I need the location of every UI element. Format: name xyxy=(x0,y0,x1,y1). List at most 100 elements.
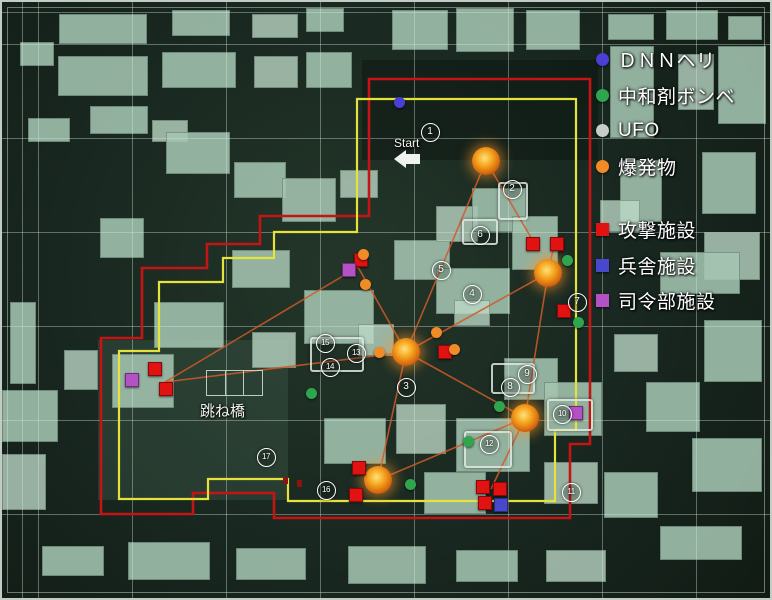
hq-facility-marker[interactable] xyxy=(342,263,356,277)
building xyxy=(660,526,742,560)
point-9-marker[interactable]: 9 xyxy=(517,364,537,384)
building xyxy=(20,42,54,66)
canister-marker[interactable] xyxy=(561,254,573,266)
selection-frame xyxy=(547,399,593,431)
attack-facility-marker[interactable] xyxy=(478,496,492,510)
building xyxy=(456,550,518,582)
attack-facility-marker[interactable] xyxy=(148,362,162,376)
building xyxy=(28,118,70,142)
point-1-marker[interactable]: 1 xyxy=(420,122,440,142)
building xyxy=(154,302,224,348)
building xyxy=(608,14,654,40)
explosion-orb-marker[interactable] xyxy=(534,259,562,287)
attack-facility-marker[interactable] xyxy=(550,237,564,251)
legend-label-canister: 中和剤ボンベ xyxy=(618,86,736,108)
building xyxy=(526,10,580,50)
building xyxy=(10,302,36,384)
canister-marker[interactable] xyxy=(572,316,584,328)
explosive-marker[interactable] xyxy=(448,343,460,355)
route-line xyxy=(405,351,526,419)
red-mark xyxy=(297,480,302,487)
point-5-marker[interactable]: 5 xyxy=(431,260,451,280)
explosive-marker[interactable] xyxy=(359,278,371,290)
point-12-marker[interactable]: 12 xyxy=(479,434,499,454)
point-15-marker[interactable]: 15 xyxy=(315,333,335,353)
hq-legend-marker-icon xyxy=(596,294,609,308)
selection-frame xyxy=(464,431,512,468)
building xyxy=(614,334,658,372)
point-4-marker[interactable]: 4 xyxy=(462,284,482,304)
attack-facility-marker[interactable] xyxy=(349,488,363,502)
canister-marker[interactable] xyxy=(404,478,416,490)
attack-facility-marker[interactable] xyxy=(526,237,540,251)
legend-label-ufo: UFO xyxy=(618,119,660,141)
legend-label-attack: 攻撃施設 xyxy=(618,221,697,243)
canister-marker[interactable] xyxy=(305,387,317,399)
explosive-marker[interactable] xyxy=(357,248,369,260)
start-arrow-icon xyxy=(394,150,420,168)
route-line xyxy=(405,272,549,353)
building xyxy=(100,218,144,258)
point-6-marker[interactable]: 6 xyxy=(470,225,490,245)
building xyxy=(424,472,486,514)
attack-facility-marker[interactable] xyxy=(557,304,571,318)
heli-legend-marker-icon xyxy=(596,53,609,67)
point-8-marker[interactable]: 8 xyxy=(500,377,520,397)
building xyxy=(162,52,236,88)
explosive-marker[interactable] xyxy=(430,326,442,338)
point-3-marker[interactable]: 3 xyxy=(396,377,416,397)
barracks-facility-marker[interactable] xyxy=(494,498,508,512)
attack-facility-marker[interactable] xyxy=(493,482,507,496)
hq-facility-marker[interactable] xyxy=(125,373,139,387)
legend-item-heli: ＤＮＮヘリ xyxy=(596,42,770,78)
building xyxy=(252,332,296,368)
building xyxy=(234,162,286,198)
building xyxy=(2,390,58,442)
building xyxy=(90,106,148,134)
point-14-marker[interactable]: 14 xyxy=(320,357,340,377)
attack-facility-marker[interactable] xyxy=(352,461,366,475)
explosion-orb-marker[interactable] xyxy=(392,338,420,366)
attack-facility-marker[interactable] xyxy=(476,480,490,494)
legend-item-hq: 司令部施設 xyxy=(596,283,770,319)
point-13-marker[interactable]: 13 xyxy=(346,343,366,363)
canister-marker[interactable] xyxy=(462,435,474,447)
point-16-marker[interactable]: 16 xyxy=(316,480,336,500)
legend-label-hq: 司令部施設 xyxy=(618,292,716,314)
explosion-orb-marker[interactable] xyxy=(511,404,539,432)
canister-marker[interactable] xyxy=(493,400,505,412)
point-17-marker[interactable]: 17 xyxy=(256,447,276,467)
point-10-marker[interactable]: 10 xyxy=(552,404,572,424)
building xyxy=(340,170,378,198)
building xyxy=(348,546,426,584)
building xyxy=(324,418,386,464)
legend-item-ufo: UFO xyxy=(596,113,770,149)
building xyxy=(396,404,446,454)
ufo-legend-marker-icon xyxy=(596,124,609,138)
red-mark xyxy=(283,477,288,484)
attack-facility-marker[interactable] xyxy=(159,382,173,396)
building xyxy=(172,10,230,36)
building xyxy=(546,550,606,582)
building xyxy=(728,16,762,40)
start-label: Start xyxy=(394,136,420,150)
building xyxy=(128,542,210,580)
point-11-marker[interactable]: 11 xyxy=(561,482,581,502)
point-2-marker[interactable]: 2 xyxy=(502,179,522,199)
explosion-orb-marker[interactable] xyxy=(472,147,500,175)
route-line xyxy=(164,266,359,383)
building xyxy=(252,14,298,38)
heli-marker[interactable] xyxy=(393,96,405,108)
explosive-marker[interactable] xyxy=(373,346,385,358)
building xyxy=(666,10,718,40)
drawbridge-cell xyxy=(207,371,225,395)
building xyxy=(362,60,598,160)
legend-item-attack: 攻撃施設 xyxy=(596,212,770,248)
explosion-orb-marker[interactable] xyxy=(364,466,392,494)
point-7-marker[interactable]: 7 xyxy=(567,292,587,312)
building xyxy=(718,46,766,124)
building xyxy=(660,252,740,294)
